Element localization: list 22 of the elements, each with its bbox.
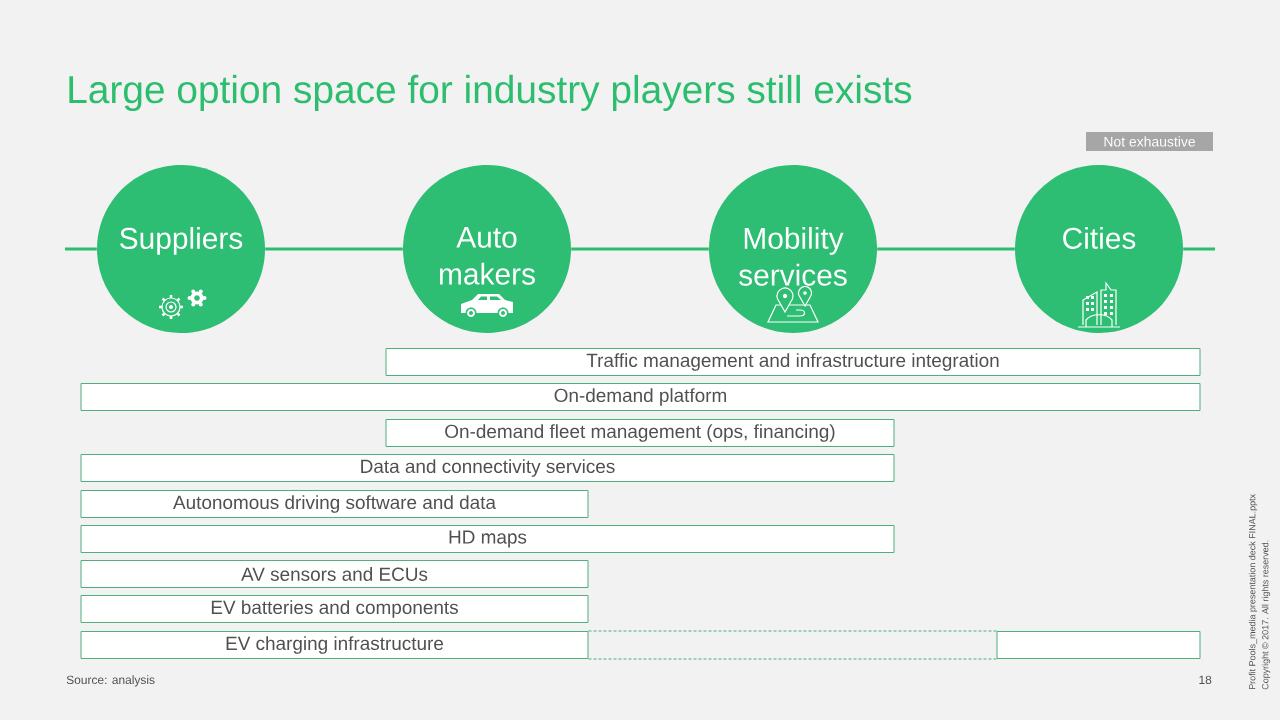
source-note: Source: analysis (66, 675, 155, 687)
connector-line (877, 247, 1015, 251)
option-bar: EV batteries and components (80, 595, 589, 623)
copyright-note: Copyright © 2017. All rights reserved. (1261, 540, 1271, 690)
empty-bar (996, 631, 1201, 659)
option-bar: EV charging infrastructure (80, 631, 589, 659)
page-number: 18 (1199, 675, 1212, 685)
dashed-connector (588, 630, 997, 660)
tag-label: Not exhaustive (1086, 132, 1213, 151)
option-bar: On-demand fleet management (ops, financing) (385, 419, 895, 447)
connector-line (65, 247, 97, 251)
slide-title: Large option space for industry players still exists (69, 74, 912, 112)
connector-line (1183, 247, 1215, 251)
connector-line (571, 247, 709, 251)
option-bar: On-demand platform (80, 383, 1201, 411)
option-bar: HD maps (80, 525, 895, 553)
file-name-note: Profit Pools_media presentation deck FINAL.pptx (1248, 494, 1258, 690)
option-bar: Traffic management and infrastructure integration (385, 348, 1201, 376)
option-bar: Data and connectivity services (80, 454, 895, 482)
connector-line (265, 247, 403, 251)
option-bar: AV sensors and ECUs (80, 560, 589, 588)
option-bar: Autonomous driving software and data (80, 490, 589, 518)
